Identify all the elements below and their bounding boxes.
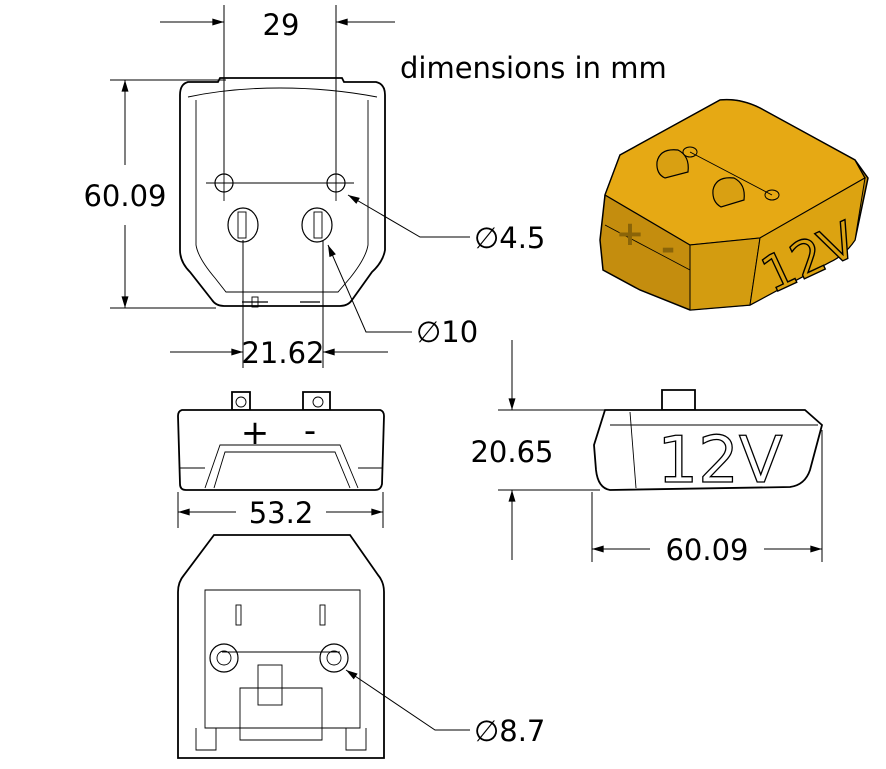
side-view: 12V xyxy=(593,389,824,499)
dimension-60-09-side: 60.09 xyxy=(591,430,823,567)
svg-text:∅10: ∅10 xyxy=(416,315,478,349)
svg-text:-: - xyxy=(304,411,316,451)
svg-text:60.09: 60.09 xyxy=(83,179,166,213)
svg-text:∅4.5: ∅4.5 xyxy=(474,221,545,255)
dimension-21-62: 21.62 xyxy=(170,240,388,370)
units-note: dimensions in mm xyxy=(400,51,667,85)
dimension-hole-4-5: ∅4.5 xyxy=(347,194,545,255)
3d-render: + - 12V xyxy=(599,98,869,311)
dimension-29: 29 xyxy=(160,5,395,172)
side-12v-label: 12V xyxy=(657,424,782,498)
dimension-8-7: ∅8.7 xyxy=(345,669,545,748)
dimension-length-top: 60.09 xyxy=(83,79,226,309)
svg-text:29: 29 xyxy=(263,8,300,42)
svg-text:∅8.7: ∅8.7 xyxy=(474,714,545,748)
render-minus: - xyxy=(661,229,675,269)
bottom-view xyxy=(177,534,385,759)
render-plus: + xyxy=(616,214,645,254)
dimension-53-2: 53.2 xyxy=(177,492,384,530)
svg-text:60.09: 60.09 xyxy=(665,533,748,567)
top-view xyxy=(179,77,386,308)
svg-text:21.62: 21.62 xyxy=(241,336,324,370)
svg-text:+: + xyxy=(241,413,270,453)
svg-text:20.65: 20.65 xyxy=(470,435,553,469)
dimension-slot-10: ∅10 xyxy=(327,244,478,349)
front-view: + - xyxy=(177,391,385,491)
svg-text:53.2: 53.2 xyxy=(249,496,314,530)
dimension-20-65: 20.65 xyxy=(470,340,640,560)
